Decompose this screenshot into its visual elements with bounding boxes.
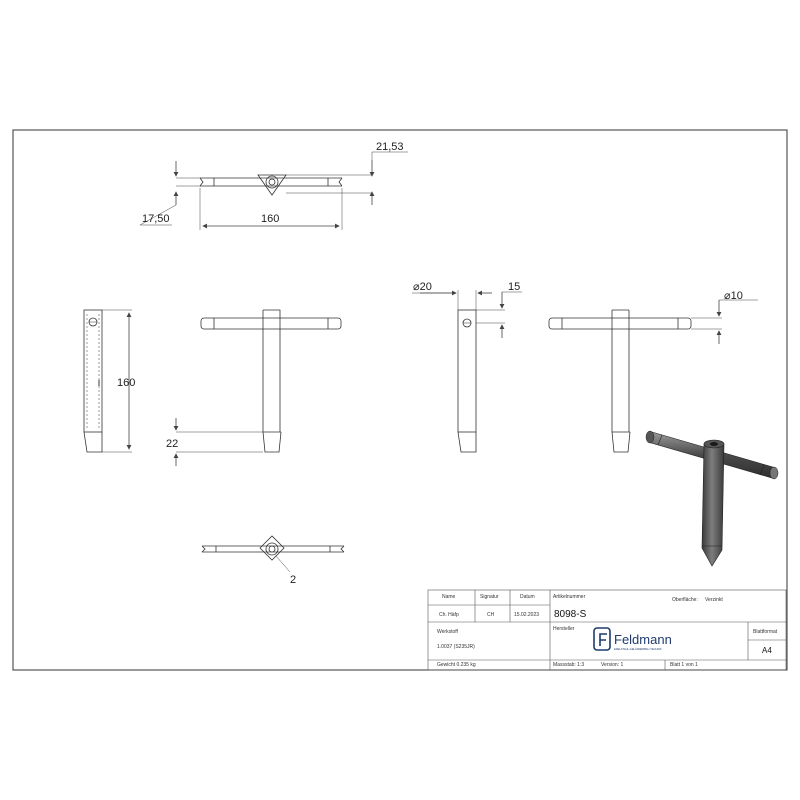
feldmann-logo: Feldmann EDELSTAHL-GELÄNDERBAU-TECHNIK [593, 627, 672, 651]
side-view [83, 309, 132, 453]
logo-mark-icon [593, 627, 611, 651]
brand-name: Feldmann [614, 632, 672, 647]
werkstoff-value: 1.0037 (S235JR) [437, 644, 475, 650]
oberflaeche-value: Verzinkt [705, 597, 723, 603]
blatt: Blatt 1 von 1 [670, 662, 698, 668]
dim-diameter-small: ⌀10 [724, 290, 743, 302]
brand-tagline: EDELSTAHL-GELÄNDERBAU-TECHNIK [614, 647, 662, 651]
oberflaeche-label: Oberfläche: [672, 597, 698, 603]
signatur-label: Signatur [480, 594, 499, 600]
hersteller-label: Hersteller [553, 626, 575, 632]
blattformat-label: Blattformat [753, 629, 778, 635]
dim-top-offset: 17,50 [142, 213, 170, 225]
version: Version: 1 [601, 662, 623, 668]
blattformat-value: A4 [762, 646, 772, 655]
datum-label: Datum [520, 594, 535, 600]
detail-callout: 2 [290, 574, 296, 586]
name-label: Name [442, 594, 456, 600]
front-view [173, 309, 342, 466]
signatur-value: CH [487, 612, 495, 618]
dim-bottom-offset: 22 [166, 438, 178, 450]
dim-top-length: 160 [261, 213, 279, 225]
side-view-2 [412, 290, 522, 453]
datum-value: 15.02.2023 [514, 612, 539, 618]
name-value: Ch. Häfp [439, 612, 459, 618]
dim-side-height: 160 [117, 377, 135, 389]
logo-f-icon [599, 633, 607, 646]
dim-diameter-large: ⌀20 [413, 281, 432, 293]
dim-top-width: 21,53 [376, 141, 404, 153]
article-number: 8098-S [554, 609, 587, 620]
massstab: Massstab: 1:3 [553, 662, 584, 668]
bottom-view [201, 535, 345, 573]
isometric-render [645, 430, 779, 567]
title-block [427, 589, 787, 671]
drawing-frame [12, 129, 788, 671]
artikelnummer-label: Artikelnummer [553, 594, 586, 600]
gewicht: Gewicht 0.235 kg [437, 662, 476, 668]
werkstoff-label: Werkstoff [437, 629, 459, 635]
top-view [139, 151, 408, 230]
dim-pin-offset: 15 [508, 281, 520, 293]
rear-view [548, 299, 758, 453]
